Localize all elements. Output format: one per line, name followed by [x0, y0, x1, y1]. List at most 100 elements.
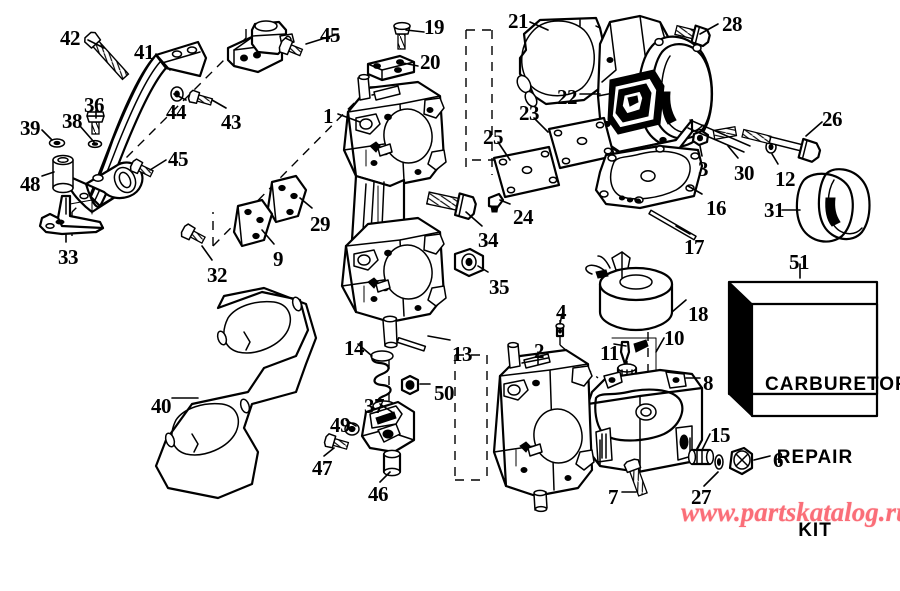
callout-22: 22	[557, 85, 578, 109]
part-9-plate	[232, 198, 274, 248]
callout-23: 23	[519, 101, 540, 125]
callout-6: 6	[773, 448, 784, 472]
callout-41: 41	[134, 40, 155, 64]
callout-26: 26	[822, 107, 843, 131]
part-37-cam	[360, 400, 416, 454]
part-39-washer	[48, 138, 66, 148]
callout-18: 18	[688, 302, 709, 326]
part-7-screw	[623, 458, 648, 497]
diagram-canvas: .ln{fill:none;stroke:#000;stroke-width:1…	[20, 9, 900, 541]
part-46-bushing	[382, 449, 402, 477]
part-6-plug-bolt	[728, 446, 754, 476]
callout-46: 46	[368, 482, 389, 506]
callout-45a: 45	[320, 23, 341, 47]
callout-38: 38	[62, 109, 83, 133]
callout-27: 27	[691, 485, 712, 509]
callout-30: 30	[734, 161, 755, 185]
callout-8: 8	[703, 371, 714, 395]
part-15-plug	[687, 448, 715, 466]
callout-24: 24	[513, 205, 534, 229]
part-29-plate	[266, 174, 308, 224]
callout-37: 37	[364, 394, 385, 418]
site-watermark: www.partskatalog.ru	[681, 497, 900, 527]
callout-16: 16	[706, 196, 727, 220]
part-44-washer	[170, 86, 184, 102]
callout-44: 44	[166, 100, 187, 124]
part-40-intake-gasket	[154, 286, 318, 500]
parts-diagram-artwork: .ln{fill:none;stroke:#000;stroke-width:1…	[38, 14, 879, 513]
part-2-carburetor-body	[492, 341, 595, 513]
part-33-lever	[38, 194, 105, 236]
callout-39: 39	[20, 116, 41, 140]
callout-33: 33	[58, 245, 79, 269]
callout-36: 36	[84, 93, 105, 117]
leader-lines	[41, 21, 823, 493]
callout-19: 19	[424, 15, 445, 39]
part-20-plate	[366, 54, 416, 82]
part-16-gasket	[594, 144, 704, 210]
part-43-screw	[187, 89, 214, 106]
part-51-repair-kit-box	[727, 280, 879, 418]
part-1-carburetor-body	[340, 73, 447, 349]
callout-12: 12	[775, 167, 796, 191]
repair-kit-line-3: KIT	[798, 519, 832, 541]
part-21-gasket	[516, 16, 606, 108]
callout-47: 47	[312, 456, 333, 480]
callout-29: 29	[310, 212, 331, 236]
callout-43: 43	[221, 110, 242, 134]
part-13-pin	[396, 336, 427, 352]
callout-14: 14	[344, 336, 365, 360]
part-22-carburetor-body	[596, 14, 714, 164]
callout-11: 11	[600, 341, 619, 365]
callout-34: 34	[478, 228, 499, 252]
part-50-nut	[400, 374, 420, 396]
callout-28: 28	[722, 12, 743, 36]
callout-31: 31	[764, 198, 785, 222]
part-30-spacer	[712, 125, 738, 141]
part-35-nut	[453, 247, 485, 278]
callout-4: 4	[556, 300, 567, 324]
callout-2: 2	[534, 339, 545, 363]
callout-50: 50	[434, 381, 455, 405]
part-27-washer	[714, 454, 724, 470]
part-38-washer	[87, 139, 103, 149]
part-45-screw-left	[129, 158, 154, 178]
part-19-screw	[393, 21, 411, 50]
callout-9: 9	[273, 247, 284, 271]
callout-42: 42	[60, 26, 81, 50]
part-34-bolt	[425, 191, 477, 220]
callout-21: 21	[508, 9, 529, 33]
part-31-seal-ring	[795, 168, 871, 243]
part-26-long-bolt	[687, 119, 822, 163]
part-32-screw	[180, 223, 206, 244]
repair-kit-line-2: REPAIR	[776, 446, 854, 468]
callout-49: 49	[330, 413, 351, 437]
callout-40: 40	[151, 394, 172, 418]
callout-15: 15	[710, 423, 731, 447]
callout-17: 17	[684, 235, 705, 259]
callout-25: 25	[483, 125, 504, 149]
part-41-bracket-arm	[65, 40, 208, 214]
part-18-float	[585, 251, 674, 332]
part-48-bushing	[52, 154, 74, 194]
part-47-screw	[323, 433, 350, 450]
repair-kit-line-1: CARBURETOR	[765, 373, 900, 395]
callout-35: 35	[489, 275, 510, 299]
part-45-screw-top	[278, 37, 304, 57]
part-17-pin	[648, 209, 697, 241]
callout-7: 7	[608, 485, 619, 509]
callout-51: 51	[789, 250, 810, 274]
part-clamp-block	[226, 20, 295, 74]
part-8-float-bowl	[586, 368, 704, 474]
callout-48: 48	[20, 172, 41, 196]
part-4-jet	[555, 322, 565, 338]
repair-kit-label: CARBURETOR REPAIR KIT	[765, 324, 900, 591]
callout-32: 32	[207, 263, 228, 287]
callout-45b: 45	[168, 147, 189, 171]
callout-20: 20	[420, 50, 441, 74]
callout-3: 3	[698, 157, 709, 181]
callout-1: 1	[323, 104, 334, 128]
callout-13: 13	[452, 342, 473, 366]
callout-10: 10	[664, 326, 685, 350]
part-24-jet	[487, 192, 505, 213]
